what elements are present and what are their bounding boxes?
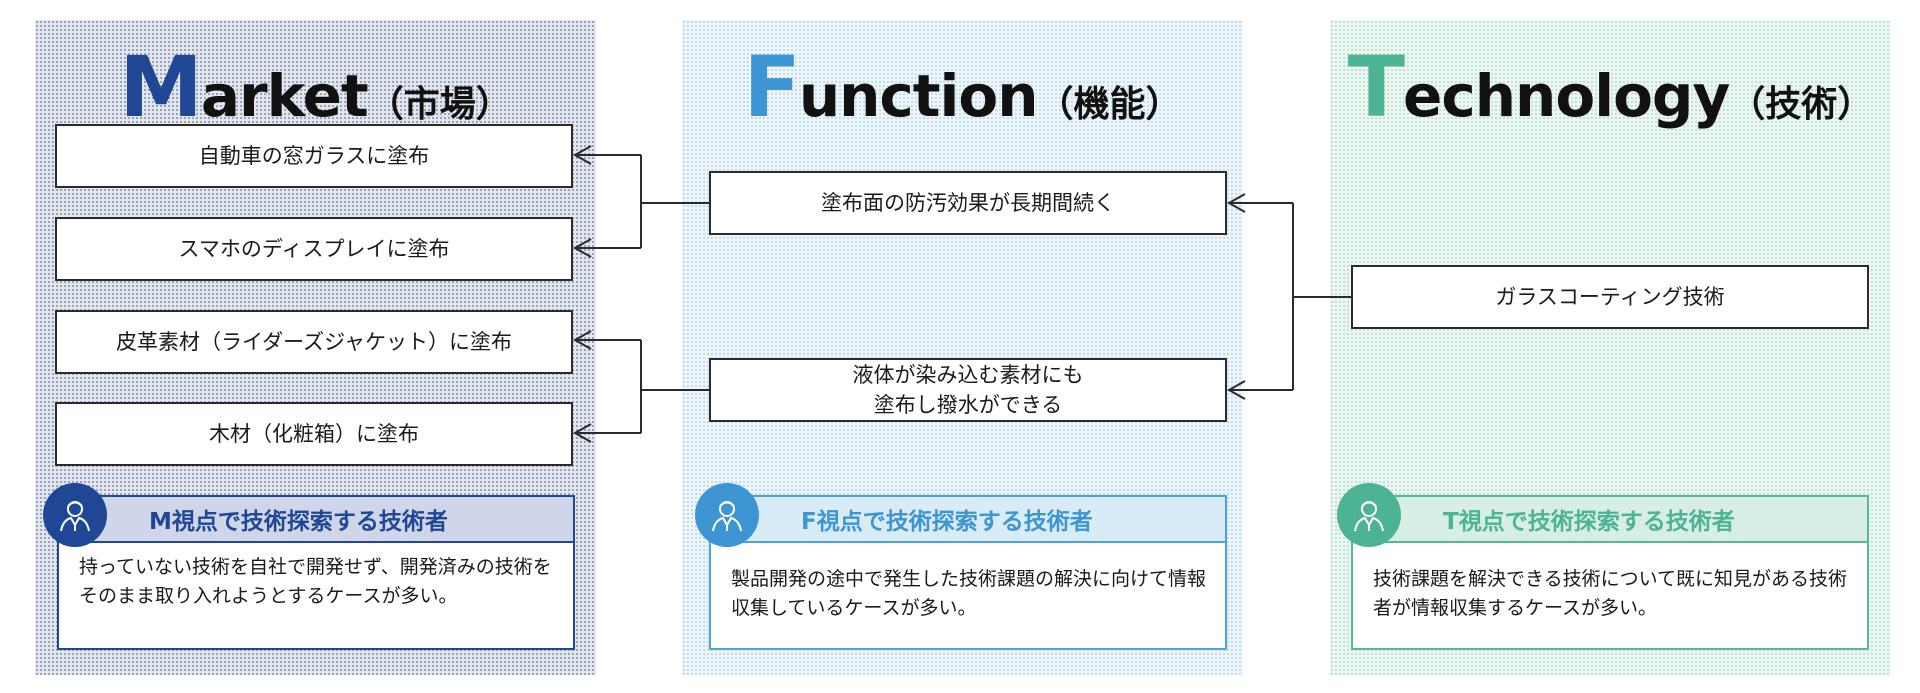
technology-persona-card: T視点で技術探索する技術者 技術課題を解決できる技術について既に知見がある技術者… xyxy=(1337,483,1869,650)
technology-persona-header: T視点で技術探索する技術者 xyxy=(1351,495,1869,543)
arrowhead-m3 xyxy=(572,330,592,350)
technology-heading: Technology（技術） xyxy=(1330,38,1891,136)
market-heading-initial: M xyxy=(119,38,203,136)
function-persona-text: 製品開発の途中で発生した技術課題の解決に向けて情報収集しているケースが多い。 xyxy=(709,543,1227,650)
function-heading-rest: unction xyxy=(798,62,1039,130)
technology-heading-rest: echnology xyxy=(1403,62,1730,130)
function-item-antifouling: 塗布面の防汚効果が長期間続く xyxy=(709,171,1227,235)
arrowhead-m4 xyxy=(572,423,592,443)
arrowhead-f2 xyxy=(1226,380,1246,400)
arrowhead-m1 xyxy=(572,145,592,165)
function-heading-initial: F xyxy=(743,38,800,136)
market-heading-rest: arket xyxy=(200,62,369,130)
function-persona-title: F視点で技術探索する技術者 xyxy=(801,509,1093,535)
function-heading: Function（機能） xyxy=(682,38,1243,136)
technology-persona-title: T視点で技術探索する技術者 xyxy=(1443,509,1735,535)
market-persona-header: M視点で技術探索する技術者 xyxy=(57,495,575,543)
market-persona-title: M視点で技術探索する技術者 xyxy=(149,509,448,535)
function-item-water-repellent: 液体が染み込む素材にも 塗布し撥水ができる xyxy=(709,358,1227,422)
arrowhead-f1 xyxy=(1226,193,1246,213)
technology-persona-text: 技術課題を解決できる技術について既に知見がある技術者が情報収集するケースが多い。 xyxy=(1351,543,1869,650)
market-heading-jp: （市場） xyxy=(367,84,512,125)
arrowhead-m2 xyxy=(572,238,592,258)
market-item-window-glass: 自動車の窓ガラスに塗布 xyxy=(55,124,573,188)
market-persona-card: M視点で技術探索する技術者 持っていない技術を自社で開発せず、開発済みの技術をそ… xyxy=(43,483,575,650)
function-persona-header: F視点で技術探索する技術者 xyxy=(709,495,1227,543)
engineer-avatar-icon xyxy=(695,483,759,547)
market-item-leather: 皮革素材（ライダーズジャケット）に塗布 xyxy=(55,310,573,374)
technology-item-glass-coating: ガラスコーティング技術 xyxy=(1351,265,1869,329)
market-item-smartphone-display: スマホのディスプレイに塗布 xyxy=(55,217,573,281)
function-heading-jp: （機能） xyxy=(1037,84,1182,125)
market-heading: Market（市場） xyxy=(35,38,596,136)
function-panel: Function（機能） xyxy=(682,20,1243,675)
engineer-avatar-icon xyxy=(1337,483,1401,547)
technology-heading-initial: T xyxy=(1347,38,1405,136)
market-persona-text: 持っていない技術を自社で開発せず、開発済みの技術をそのまま取り入れようとするケー… xyxy=(57,543,575,650)
market-item-wood: 木材（化粧箱）に塗布 xyxy=(55,402,573,466)
engineer-avatar-icon xyxy=(43,483,107,547)
function-persona-card: F視点で技術探索する技術者 製品開発の途中で発生した技術課題の解決に向けて情報収… xyxy=(695,483,1227,650)
technology-heading-jp: （技術） xyxy=(1729,84,1874,125)
